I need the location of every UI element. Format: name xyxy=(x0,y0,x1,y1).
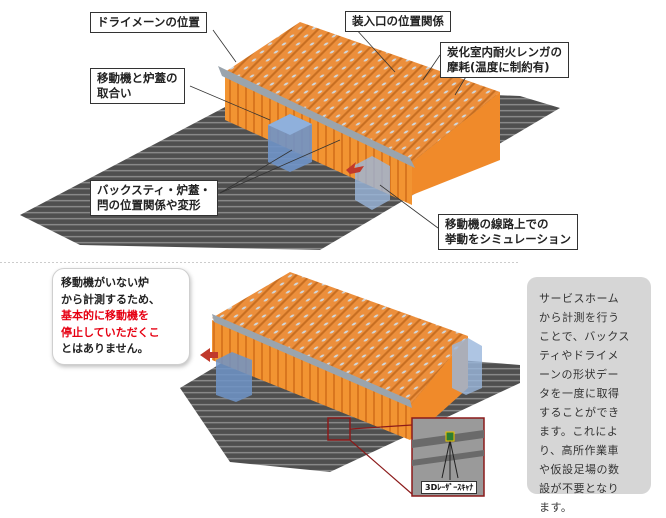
callout-dry-main: ドライメーンの位置 xyxy=(90,12,207,33)
panel-line: から計測を行う xyxy=(539,311,620,324)
top-oven-end-wall xyxy=(412,92,500,195)
laser-scanner-icon xyxy=(445,431,455,442)
top-dry-main-pipe xyxy=(218,66,415,168)
callout-simulation: 移動機の線路上での 挙動をシミュレーション xyxy=(438,214,579,250)
panel-line: ます。これによ xyxy=(539,425,619,438)
panel-line: ティやドライメ xyxy=(539,349,619,362)
panel-line: サービスホーム xyxy=(539,292,620,305)
panel-line: することができ xyxy=(539,406,620,419)
bottom-motion-arrow xyxy=(200,348,218,362)
callout-refractory-brick: 炭化室内耐火レンガの 摩耗(温度に制約有) xyxy=(440,42,569,78)
panel-line: ーンの形状デー xyxy=(539,368,619,381)
bottom-dry-main-pipe xyxy=(212,314,412,408)
panel-line: ます。 xyxy=(539,501,573,514)
bottom-moving-machine xyxy=(216,352,252,402)
bottom-oven-roof xyxy=(212,272,468,405)
explanation-panel: サービスホーム から計測を行う ことで、バックス ティやドライメ ーンの形状デー… xyxy=(527,277,651,514)
callout-machine-lid: 移動機と炉蓋の 取合い xyxy=(90,68,185,104)
tripod-leg-1 xyxy=(441,439,451,479)
bottom-oven-illustration xyxy=(180,272,520,497)
speech-bubble-note: 移動機がいない炉 から計測するため、 基本的に移動機を 停止していただくこ とは… xyxy=(52,268,190,365)
callout-backstay: バックスティ・炉蓋・ 閂の位置関係や変形 xyxy=(90,180,218,216)
top-oven-roof xyxy=(225,22,500,162)
panel-line: り、高所作業車 xyxy=(539,444,620,457)
panel-line: 設が不要となり xyxy=(539,482,620,495)
scanner-label: 3Dﾚｰｻﾞｰｽｷｬﾅ xyxy=(421,481,478,494)
tripod-leg-2 xyxy=(449,439,459,479)
section-divider xyxy=(0,262,520,263)
top-motion-arrow xyxy=(346,162,364,174)
panel-line: ことで、バックス xyxy=(539,330,630,343)
bottom-moving-machine-far xyxy=(452,338,482,395)
top-moving-machine-sim xyxy=(355,156,390,210)
panel-line: や仮設足場の数 xyxy=(539,463,620,476)
panel-line: タを一度に取得 xyxy=(539,387,620,400)
callout-inlet-position: 装入口の位置関係 xyxy=(345,11,451,32)
bottom-oven-front-wall xyxy=(212,320,410,440)
